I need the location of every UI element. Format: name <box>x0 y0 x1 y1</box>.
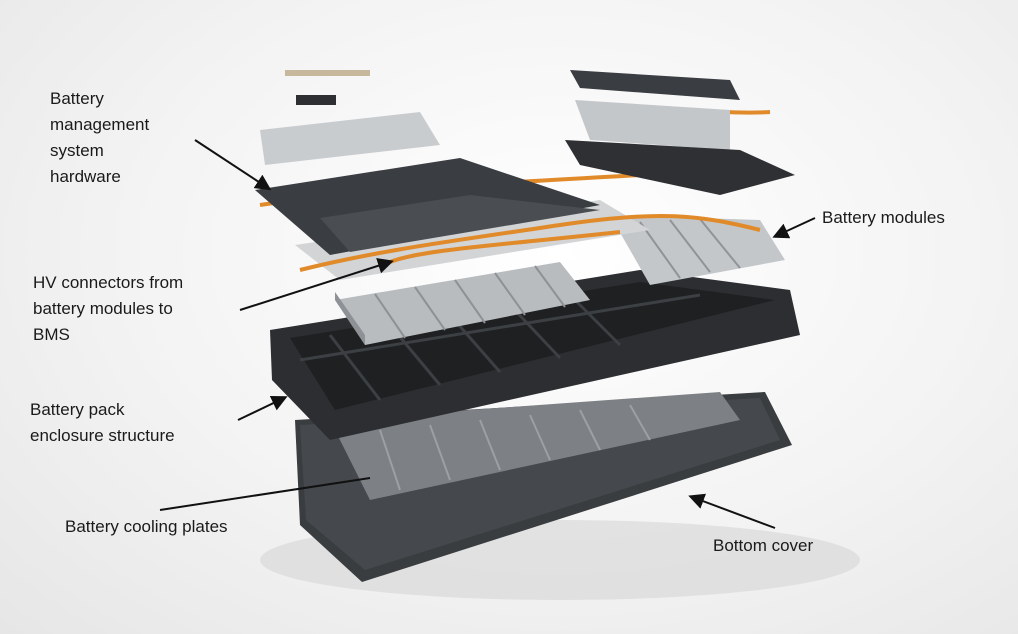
battery-modules-right <box>610 215 785 285</box>
arrow-hv <box>239 258 394 311</box>
label-cooling-plates: Battery cooling plates <box>65 517 228 536</box>
upper-tray <box>565 140 795 195</box>
label-enclosure-structure: Battery pack enclosure structure <box>30 397 175 449</box>
label-line: system <box>50 141 104 160</box>
arrow-modules <box>772 217 816 239</box>
label-line: management <box>50 115 150 134</box>
arrow-enclosure <box>237 395 288 421</box>
bms-connector <box>296 95 336 105</box>
label-line: BMS <box>33 325 70 344</box>
label-line: battery modules to <box>33 299 173 318</box>
label-hv-connectors: HV connectors from battery modules to BM… <box>33 270 183 348</box>
arrow-bms <box>194 139 272 191</box>
label-line: Battery pack <box>30 400 125 419</box>
top-plate <box>320 195 600 252</box>
label-bms-hardware: Battery management system hardware <box>50 86 149 190</box>
top-cover-piece <box>570 70 740 100</box>
label-line: enclosure structure <box>30 426 175 445</box>
label-battery-modules: Battery modules <box>822 208 945 227</box>
line-cooling <box>159 477 371 511</box>
label-line: Battery <box>50 89 104 108</box>
label-line: hardware <box>50 167 121 186</box>
arrow-bottom <box>688 493 776 529</box>
cooling-plate-channels <box>379 404 651 491</box>
label-line: HV connectors from <box>33 273 184 292</box>
label-bottom-cover: Bottom cover <box>713 536 814 555</box>
bms-top-strip <box>285 70 370 76</box>
upper-modules <box>575 100 730 150</box>
enclosure-cells <box>290 282 775 410</box>
bms-housing <box>260 112 440 165</box>
leader-arrows <box>159 139 816 529</box>
battery-modules-front <box>335 262 590 345</box>
